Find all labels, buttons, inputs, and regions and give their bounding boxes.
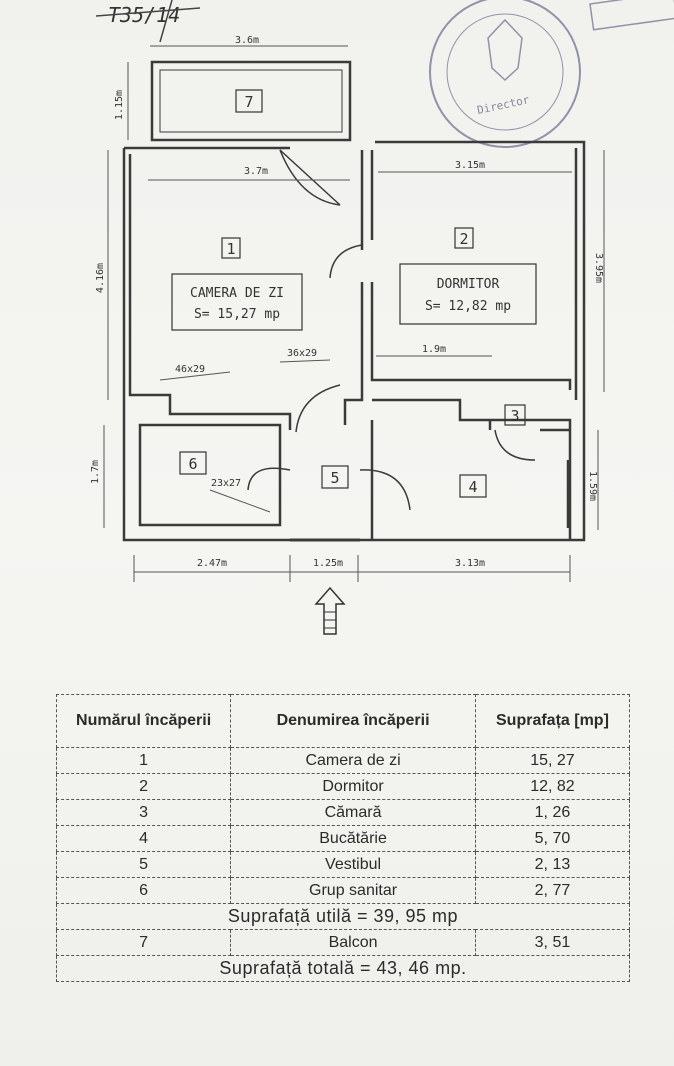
dim-bottom-mid: 1.25m <box>313 558 343 569</box>
header-strike <box>95 7 201 17</box>
vent-dim-3: 23x27 <box>211 478 241 489</box>
table-row: 1 Camera de zi 15, 27 <box>55 747 631 774</box>
dim-room1-width: 3.7m <box>244 166 268 177</box>
room7-number-box <box>235 89 263 113</box>
room2-number-box <box>454 227 474 249</box>
room1-area: S= 15,27 mp <box>194 307 280 322</box>
room5-number: 5 <box>330 469 339 487</box>
walls <box>122 60 586 542</box>
row-area: 5, 70 <box>474 825 631 852</box>
header-room-name: Denumirea încăperii <box>230 694 476 748</box>
dim-left-height: 4.16m <box>95 263 106 293</box>
floor-plan-drawing: T35/14 Director 3.6m 1.15m <box>90 0 674 635</box>
vent-leader-2 <box>279 359 331 363</box>
room2-number: 2 <box>459 230 468 248</box>
row-number: 6 <box>55 877 232 904</box>
room5-number-box <box>321 465 349 489</box>
row-name: Cămară <box>230 799 476 826</box>
stamp-fragment <box>589 0 674 31</box>
useful-area-row: Suprafață utilă = 39, 95 mp <box>56 903 630 930</box>
header-room-area: Suprafața [mp] <box>474 694 631 748</box>
grand-total-row: Suprafață totală = 43, 46 mp. <box>56 955 630 982</box>
room2-label-box <box>399 263 537 325</box>
row-number: 1 <box>55 747 232 774</box>
table-header-row: Numărul încăperii Denumirea încăperii Su… <box>55 694 631 748</box>
row-area: 1, 26 <box>474 799 631 826</box>
grand-total: Suprafață totală = 43, 46 mp. <box>56 955 630 982</box>
table-row: 5 Vestibul 2, 13 <box>55 851 631 878</box>
room6-number-box <box>179 451 207 475</box>
row-area: 12, 82 <box>474 773 631 800</box>
dim-right-lower: 1.59m <box>587 471 598 501</box>
row-number: 2 <box>55 773 232 800</box>
header-strike-2 <box>159 0 173 43</box>
row-area: 15, 27 <box>474 747 631 774</box>
row-number: 3 <box>55 799 232 826</box>
dim-left-lower: 1.7m <box>90 460 101 484</box>
room3-number-box <box>504 404 526 426</box>
table-row: 6 Grup sanitar 2, 77 <box>55 877 631 904</box>
rooms-area-table: Numărul încăperii Denumirea încăperii Su… <box>55 694 631 982</box>
vent-dim-2: 36x29 <box>287 348 317 359</box>
row-number: 5 <box>55 851 232 878</box>
room4-number: 4 <box>468 478 477 496</box>
table-row: 2 Dormitor 12, 82 <box>55 773 631 800</box>
room2-label: DORMITOR <box>437 277 500 292</box>
room6-number: 6 <box>188 455 197 473</box>
dim-balcony-height: 1.15m <box>114 90 125 120</box>
room1-number-box <box>221 237 241 259</box>
row-name: Grup sanitar <box>230 877 476 904</box>
row-area: 2, 13 <box>474 851 631 878</box>
balcony-name: Balcon <box>230 929 476 956</box>
header-room-number: Numărul încăperii <box>55 694 232 748</box>
official-stamp: Director <box>429 0 581 148</box>
table-row: 3 Cămară 1, 26 <box>55 799 631 826</box>
balcony-area: 3, 51 <box>474 929 631 956</box>
dim-room3-width: 1.9m <box>422 344 446 355</box>
room1-label: CAMERA DE ZI <box>190 286 284 301</box>
vent-leader-1 <box>159 371 231 381</box>
table-row: 4 Bucătărie 5, 70 <box>55 825 631 852</box>
entrance-arrow-icon <box>314 586 346 635</box>
dim-bottom-left: 2.47m <box>197 558 227 569</box>
vent-leader-3 <box>209 489 271 513</box>
room2-area: S= 12,82 mp <box>425 299 511 314</box>
room1-label-box <box>171 273 303 331</box>
balcony-row: 7 Balcon 3, 51 <box>55 929 631 956</box>
balcony-number: 7 <box>55 929 232 956</box>
room3-number: 3 <box>510 407 519 425</box>
row-name: Dormitor <box>230 773 476 800</box>
row-name: Bucătărie <box>230 825 476 852</box>
stamp-text: Director <box>476 93 531 117</box>
room4-number-box <box>459 474 487 498</box>
row-name: Vestibul <box>230 851 476 878</box>
doors <box>247 149 536 511</box>
dim-bottom-right: 3.13m <box>455 558 485 569</box>
coat-of-arms-icon <box>487 18 523 82</box>
dim-right-height: 3.95m <box>593 253 604 283</box>
row-name: Camera de zi <box>230 747 476 774</box>
room7-number: 7 <box>244 93 253 111</box>
row-number: 4 <box>55 825 232 852</box>
room1-number: 1 <box>226 240 235 258</box>
useful-area-total: Suprafață utilă = 39, 95 mp <box>56 903 630 930</box>
dim-top: 3.6m <box>235 35 259 46</box>
row-area: 2, 77 <box>474 877 631 904</box>
vent-dim-1: 46x29 <box>175 364 205 375</box>
dim-room2-width: 3.15m <box>455 160 485 171</box>
